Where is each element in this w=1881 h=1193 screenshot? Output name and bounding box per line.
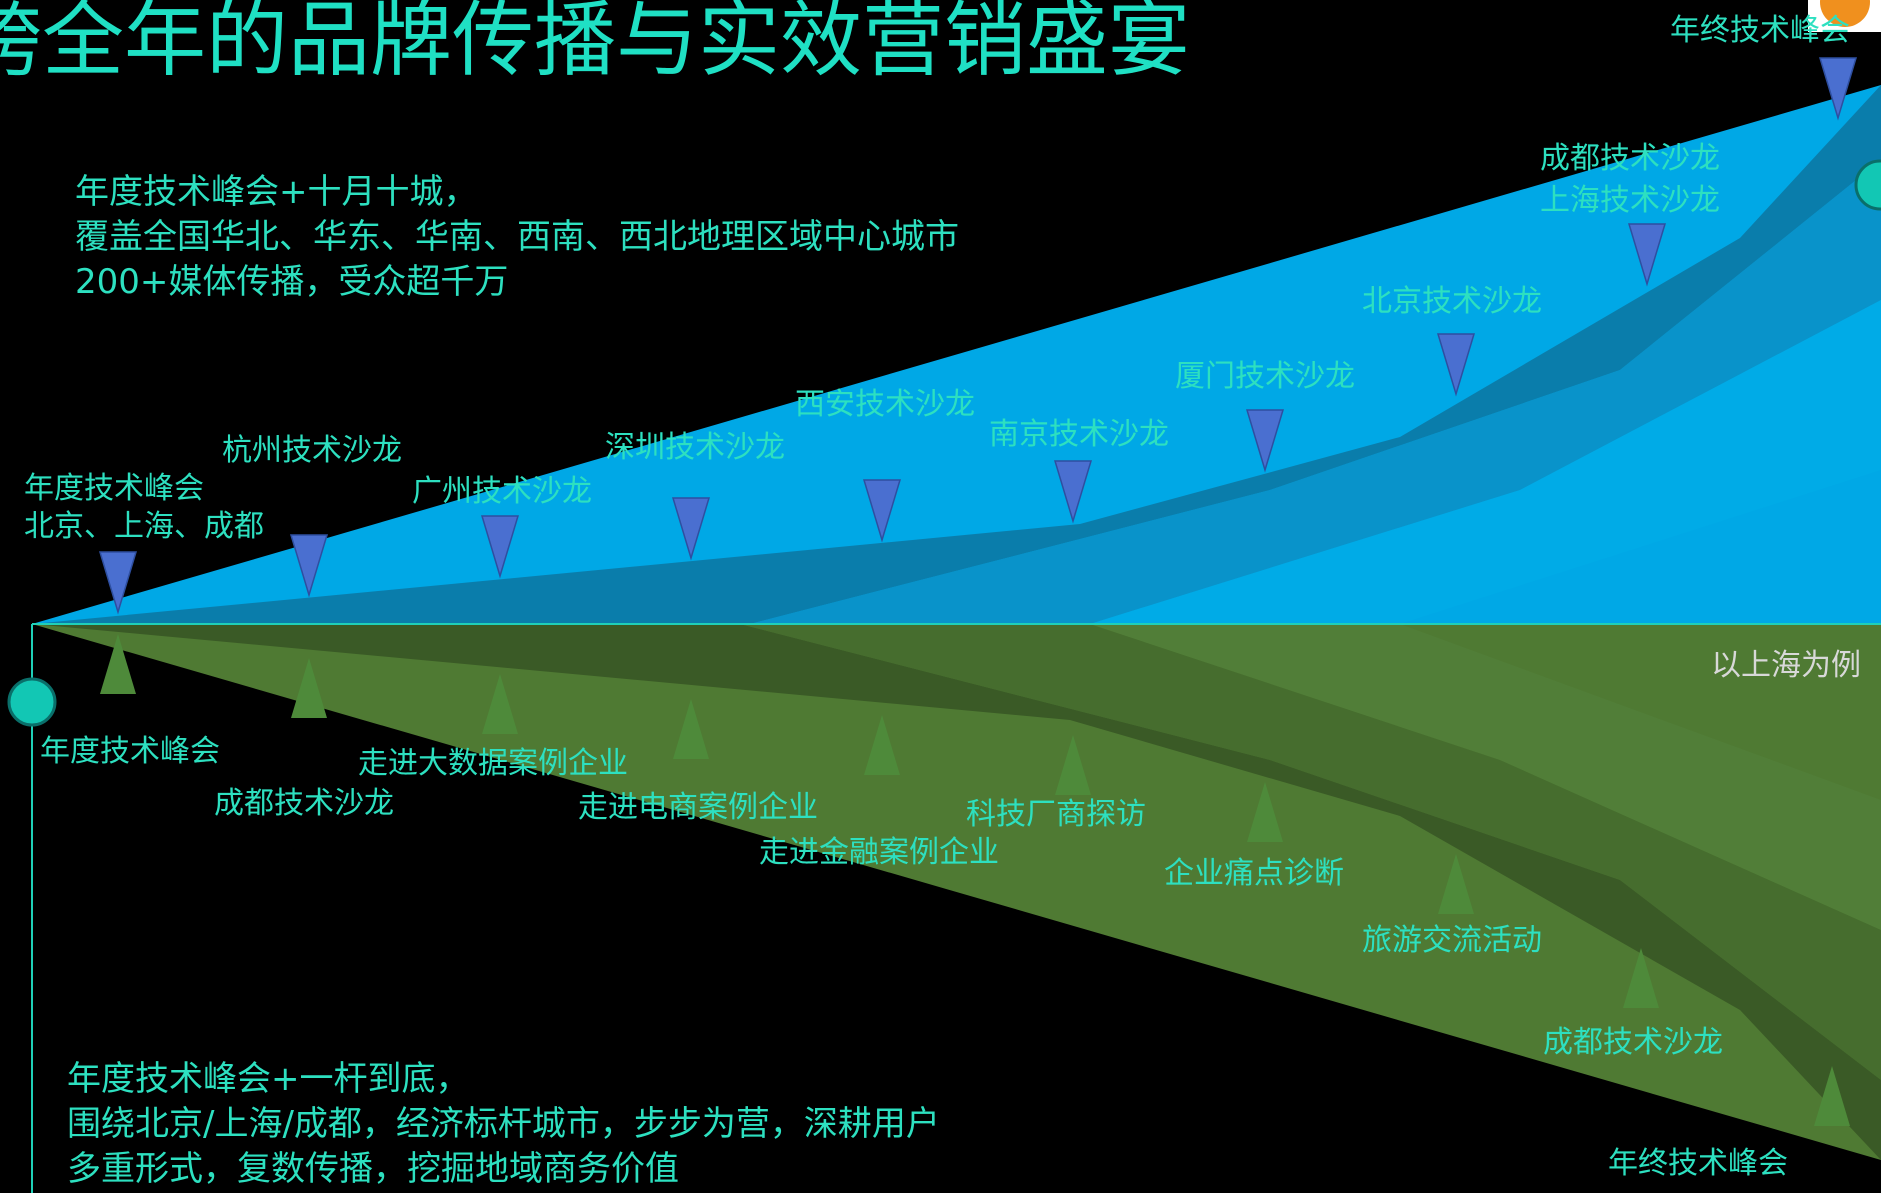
bottom-event-label: 企业痛点诊断 xyxy=(1164,855,1344,893)
down-triangle-marker xyxy=(1245,409,1285,473)
event-line: 上海技术沙龙 xyxy=(1540,183,1720,218)
bottom-event-label: 年终技术峰会 xyxy=(1608,1145,1788,1183)
event-line: 深圳技术沙龙 xyxy=(605,430,785,465)
top-paragraph-line: 覆盖全国华北、华东、华南、西南、西北地理区域中心城市 xyxy=(75,217,959,257)
event-line: 成都技术沙龙 xyxy=(1540,141,1720,176)
top-event-label: 南京技术沙龙 xyxy=(989,416,1169,454)
up-triangle-marker xyxy=(100,634,136,694)
top-event-label: 西安技术沙龙 xyxy=(795,386,975,424)
down-triangle-marker xyxy=(1627,223,1667,287)
event-line: 年度技术峰会 xyxy=(24,471,204,506)
top-event-label: 杭州技术沙龙 xyxy=(222,432,402,470)
up-triangle-marker xyxy=(864,715,900,775)
lower-funnel xyxy=(32,624,1881,1160)
page-title: 跨全年的品牌传播与实效营销盛宴 xyxy=(0,0,1190,88)
event-line: 广州技术沙龙 xyxy=(412,474,592,509)
top-paragraph-line: 年度技术峰会+十月十城， xyxy=(75,172,478,212)
event-line: 走进金融案例企业 xyxy=(759,835,999,870)
upper-funnel-light-band xyxy=(1090,300,1881,624)
logo-icon xyxy=(1808,0,1881,32)
bottom-event-label: 成都技术沙龙 xyxy=(214,785,394,823)
event-line: 成都技术沙龙 xyxy=(214,786,394,821)
up-triangle-marker xyxy=(1247,782,1283,842)
down-triangle-marker xyxy=(671,497,711,561)
down-triangle-marker xyxy=(1053,460,1093,524)
top-event-label: 成都技术沙龙 上海技术沙龙 xyxy=(1540,138,1720,222)
up-triangle-marker xyxy=(1438,854,1474,914)
bottom-event-label: 走进大数据案例企业 xyxy=(358,745,628,783)
lower-funnel-mid-band xyxy=(740,624,1881,1080)
end-node xyxy=(1854,159,1881,211)
event-line: 北京技术沙龙 xyxy=(1362,284,1542,319)
bottom-event-label: 年度技术峰会 xyxy=(40,733,220,771)
down-triangle-marker xyxy=(98,551,138,615)
event-line: 走进电商案例企业 xyxy=(578,790,818,825)
down-triangle-marker xyxy=(480,515,520,579)
bottom-event-label: 走进电商案例企业 xyxy=(578,789,818,827)
event-line: 北京、上海、成都 xyxy=(24,509,264,544)
event-line: 科技厂商探访 xyxy=(966,797,1146,832)
up-triangle-marker xyxy=(291,658,327,718)
event-line: 西安技术沙龙 xyxy=(795,387,975,422)
lower-funnel-light-band xyxy=(1090,624,1881,930)
start-node xyxy=(7,677,57,727)
event-line: 杭州技术沙龙 xyxy=(222,433,402,468)
event-line: 年终技术峰会 xyxy=(1608,1146,1788,1181)
top-event-label: 广州技术沙龙 xyxy=(412,473,592,511)
event-line: 厦门技术沙龙 xyxy=(1175,359,1355,394)
event-line: 企业痛点诊断 xyxy=(1164,856,1344,891)
down-triangle-marker xyxy=(1818,57,1858,121)
event-line: 年终技术峰会 xyxy=(1670,13,1850,48)
up-triangle-marker xyxy=(1055,735,1091,795)
top-event-label: 年终技术峰会 xyxy=(1670,12,1850,50)
up-triangle-marker xyxy=(673,699,709,759)
bottom-event-label: 科技厂商探访 xyxy=(966,796,1146,834)
bottom-paragraph-line: 年度技术峰会+一杆到底， xyxy=(67,1059,470,1099)
example-note: 以上海为例 xyxy=(1711,648,1861,683)
top-paragraph: 年度技术峰会+十月十城， 覆盖全国华北、华东、华南、西南、西北地理区域中心城市 … xyxy=(75,170,959,305)
event-line: 走进大数据案例企业 xyxy=(358,746,628,781)
bottom-paragraph-line: 多重形式，复数传播，挖掘地域商务价值 xyxy=(67,1149,679,1189)
down-triangle-marker xyxy=(1436,333,1476,397)
event-line: 年度技术峰会 xyxy=(40,734,220,769)
upper-funnel xyxy=(32,85,1881,624)
event-line: 南京技术沙龙 xyxy=(989,417,1169,452)
event-line: 成都技术沙龙 xyxy=(1543,1025,1723,1060)
down-triangle-marker xyxy=(862,479,902,543)
bottom-event-label: 成都技术沙龙 xyxy=(1543,1024,1723,1062)
down-triangle-marker xyxy=(289,534,329,598)
bottom-event-label: 走进金融案例企业 xyxy=(759,834,999,872)
top-event-label: 深圳技术沙龙 xyxy=(605,429,785,467)
bottom-event-label: 旅游交流活动 xyxy=(1362,922,1542,960)
top-event-label: 厦门技术沙龙 xyxy=(1175,358,1355,396)
up-triangle-marker xyxy=(482,674,518,734)
bottom-paragraph-line: 围绕北京/上海/成都，经济标杆城市，步步为营，深耕用户 xyxy=(67,1104,940,1144)
event-line: 旅游交流活动 xyxy=(1362,923,1542,958)
top-event-label: 年度技术峰会 北京、上海、成都 xyxy=(24,470,264,546)
top-paragraph-line: 200+媒体传播，受众超千万 xyxy=(75,262,509,302)
up-triangle-marker xyxy=(1623,948,1659,1008)
top-event-label: 北京技术沙龙 xyxy=(1362,283,1542,321)
upper-funnel-mid-band xyxy=(750,160,1881,624)
up-triangle-marker xyxy=(1814,1066,1850,1126)
bottom-paragraph: 年度技术峰会+一杆到底， 围绕北京/上海/成都，经济标杆城市，步步为营，深耕用户… xyxy=(67,1057,940,1192)
